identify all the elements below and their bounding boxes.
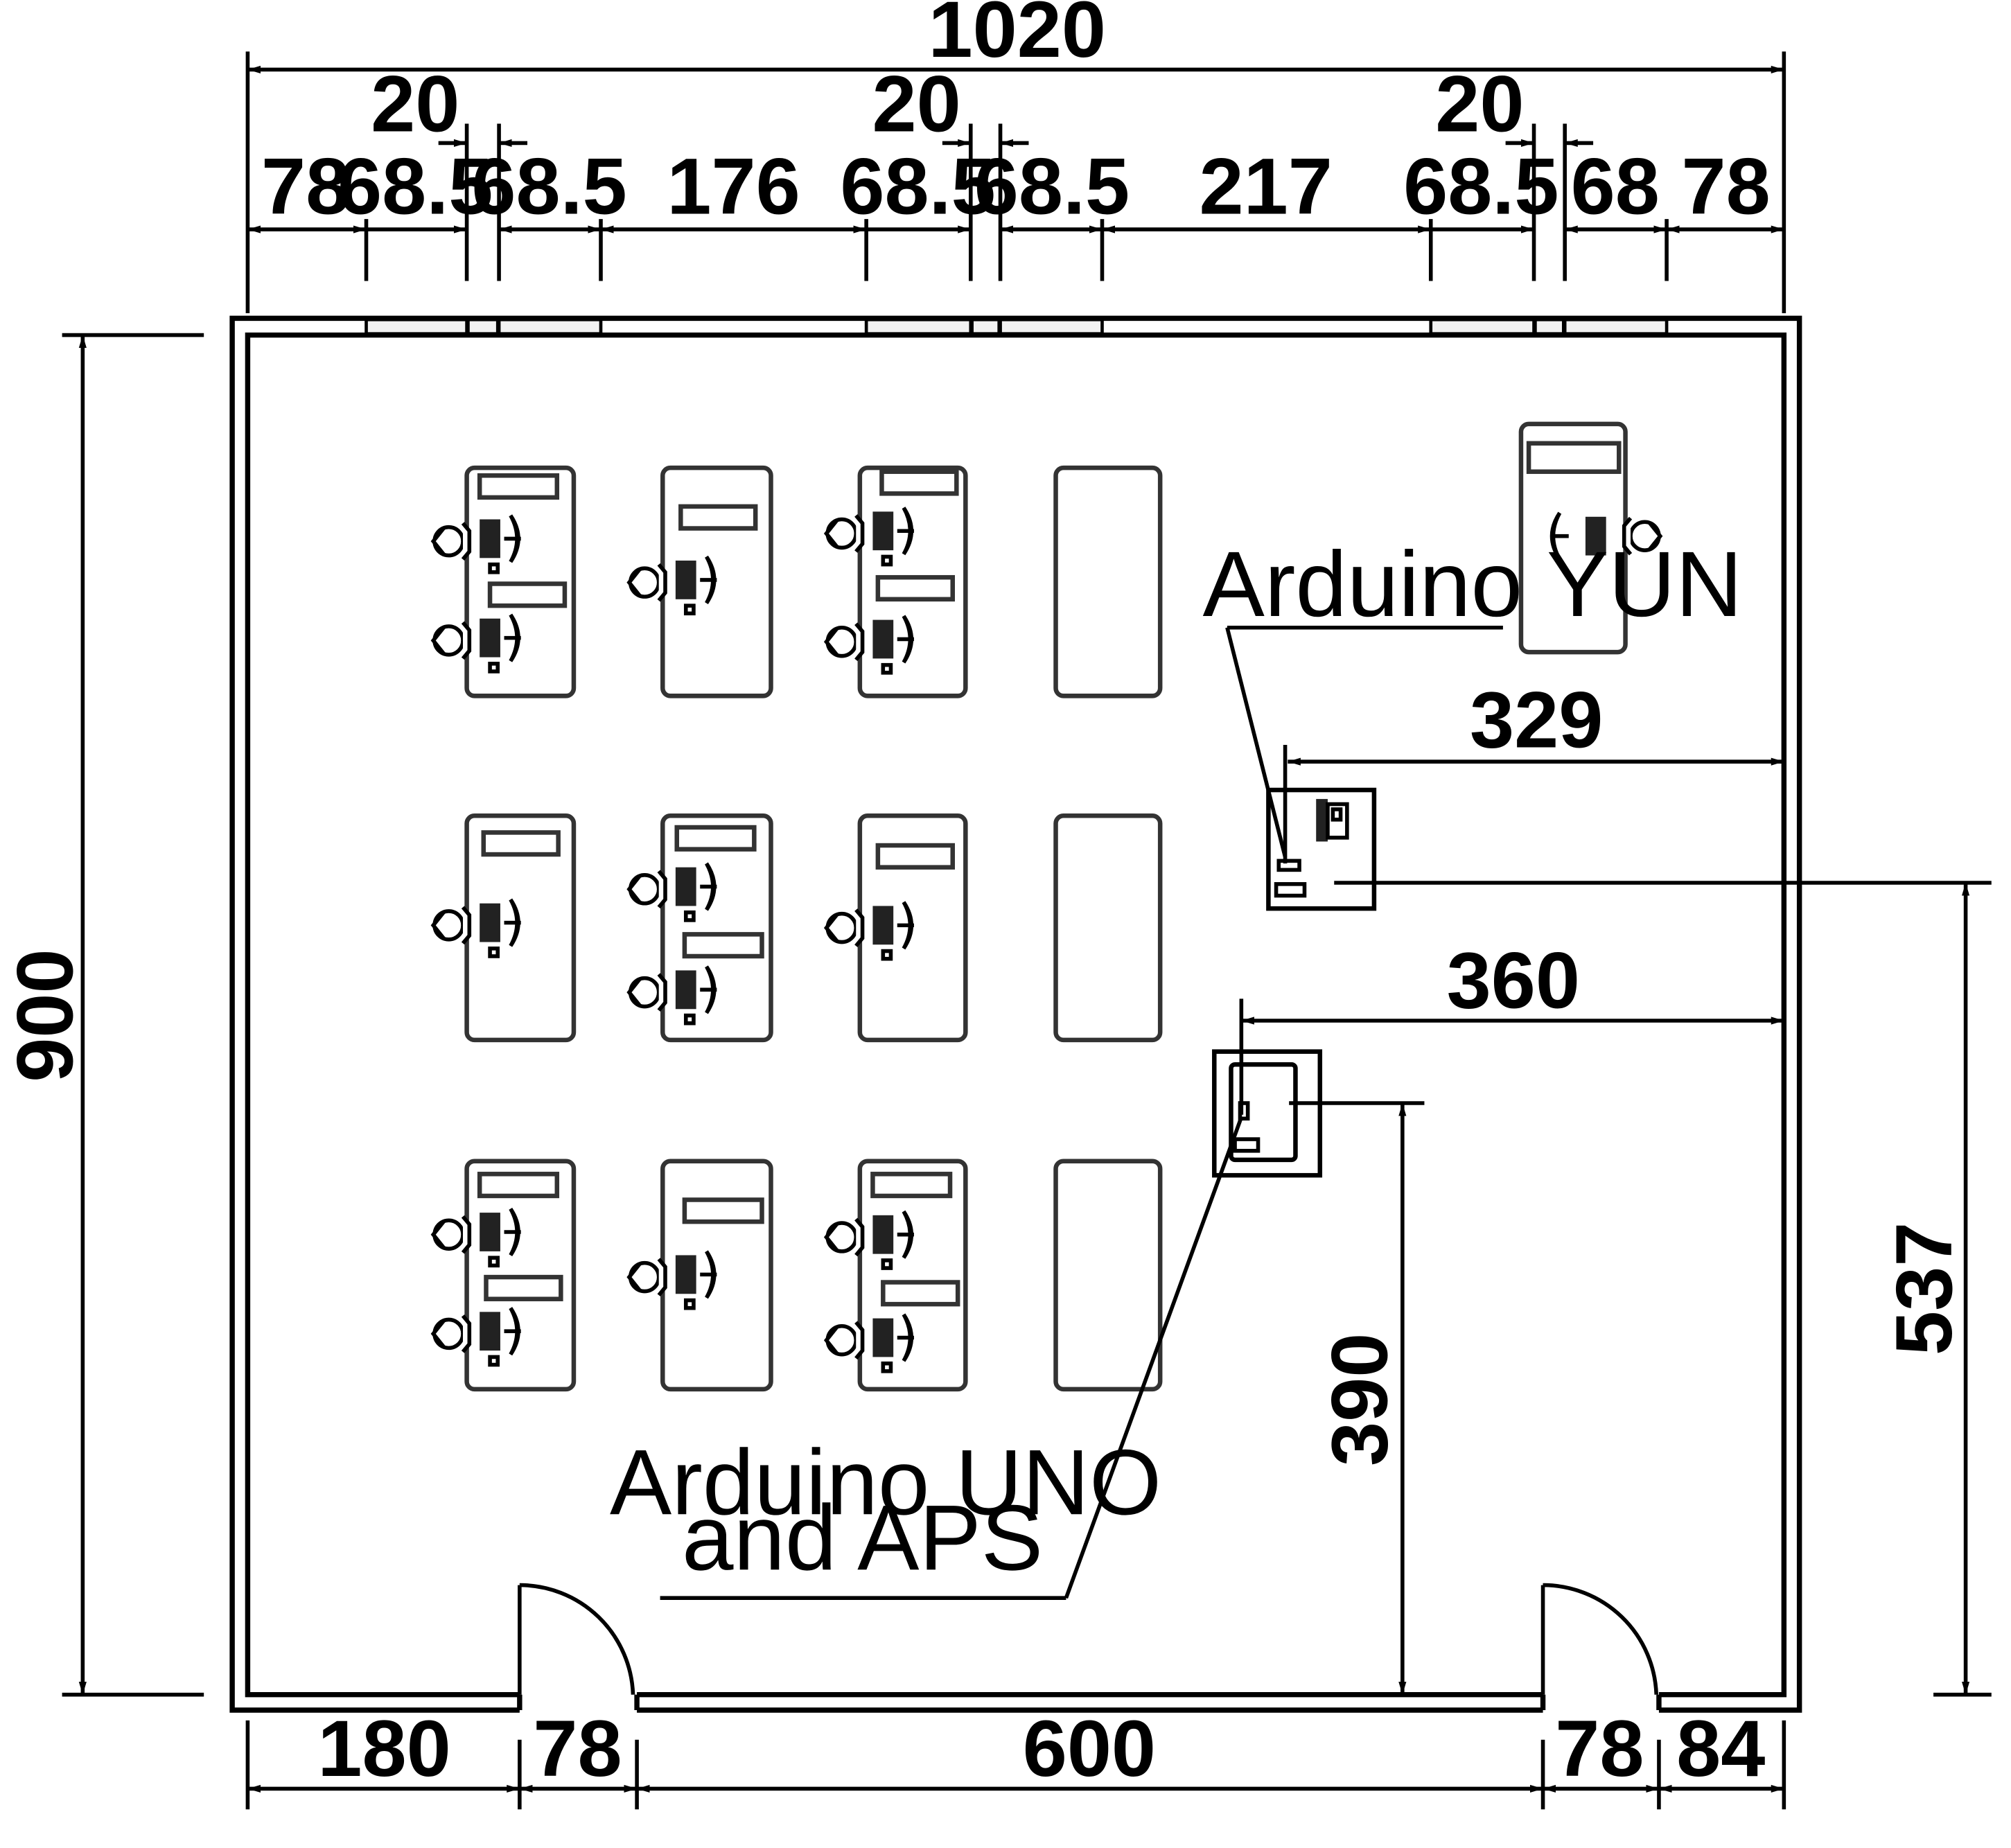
- window: [497, 317, 603, 336]
- dim-top-seg-2: 68.5: [337, 143, 493, 231]
- dim-top-seg-8: 68.5: [1403, 143, 1558, 231]
- dim-top-seg-9: 68: [1571, 143, 1660, 231]
- left-dimension: 900: [1, 333, 204, 1697]
- dim-bottom-seg-4: 78: [1555, 1705, 1644, 1793]
- arduino-uno-device: [1212, 998, 1425, 1178]
- dim-top-seg-4: 176: [667, 143, 800, 231]
- dim-yun-vertical: 537: [1880, 1222, 1969, 1355]
- door-right: [1540, 1583, 1659, 1695]
- label-arduino-yun-text: Arduino YUN: [1203, 533, 1743, 636]
- dim-uno-vertical: 390: [1316, 1333, 1405, 1466]
- bottom-dimensions: 180 78 600 78 84: [245, 1705, 1786, 1810]
- desk-r2c1: [433, 813, 577, 1043]
- dim-uno-horizontal: 360: [1447, 936, 1580, 1025]
- desk-r1c2: [629, 465, 773, 698]
- dim-top-seg-10: 78: [1682, 143, 1771, 231]
- desk-r2c2: [629, 813, 773, 1043]
- dim-top-seg-5: 68.5: [840, 143, 995, 231]
- window-pillar: [1534, 317, 1565, 336]
- desk-r1c3: [826, 465, 968, 698]
- desk-r3c1: [433, 1159, 577, 1392]
- label-arduino-uno-line2: and APS: [682, 1486, 1043, 1590]
- label-arduino-uno-line1: Arduino UNO: [610, 1431, 1161, 1534]
- dim-bottom-seg-1: 180: [317, 1705, 450, 1793]
- arduino-yun-device: [1266, 744, 1992, 911]
- dim-top-seg-7: 217: [1199, 143, 1332, 231]
- teacher-desk: [1518, 421, 1660, 655]
- desk-r2c4: [1053, 813, 1163, 1043]
- dim-yun-horizontal: 329: [1470, 676, 1603, 765]
- dim-bottom-seg-3: 600: [1023, 1705, 1156, 1793]
- desk-r3c2: [629, 1159, 773, 1392]
- dim-gap-2: 20: [872, 60, 961, 149]
- label-arduino-yun: Arduino YUN: [1203, 533, 1743, 858]
- door-left: [518, 1583, 635, 1695]
- desk-r3c4: [1053, 1159, 1163, 1392]
- window-pillar: [466, 317, 500, 336]
- window: [999, 317, 1104, 336]
- window: [1563, 317, 1669, 336]
- desk-r1c4: [1053, 465, 1163, 698]
- doors: [518, 1583, 1659, 1695]
- top-dimensions: 1020 78 68.5 68.5 176 68.5 68.5 217 68.5…: [245, 0, 1786, 313]
- dim-top-seg-6: 68.5: [974, 143, 1130, 231]
- label-arduino-uno: Arduino UNO and APS: [610, 1116, 1243, 1600]
- window: [365, 317, 468, 336]
- windows: [365, 317, 1669, 336]
- device-dimensions: 329 360 537 390: [1241, 676, 1992, 1697]
- dim-room-height: 900: [1, 949, 89, 1082]
- window: [1429, 317, 1536, 336]
- dim-bottom-seg-5: 84: [1676, 1705, 1765, 1793]
- dim-gap-1: 20: [371, 60, 459, 149]
- desks: [433, 421, 1660, 1392]
- window: [864, 317, 973, 336]
- desk-r3c3: [826, 1159, 968, 1392]
- window-pillar: [970, 317, 1001, 336]
- dim-bottom-seg-2: 78: [533, 1705, 622, 1793]
- dim-top-seg-3: 68.5: [471, 143, 626, 231]
- desk-r2c3: [826, 813, 968, 1043]
- dim-top-seg-1: 78: [261, 143, 350, 231]
- dim-total-width: 1020: [928, 0, 1106, 74]
- desk-r1c1: [433, 465, 577, 698]
- dim-gap-3: 20: [1435, 60, 1524, 149]
